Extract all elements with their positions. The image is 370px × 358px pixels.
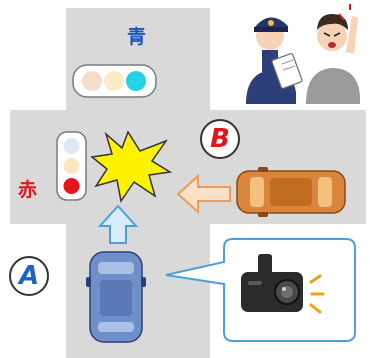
car-b-label: B (210, 124, 230, 154)
car-b (236, 167, 346, 217)
arrow-left-icon (176, 173, 231, 215)
collision-burst-icon (90, 130, 173, 203)
car-a (86, 251, 146, 343)
traffic-light-vertical (56, 131, 87, 201)
traffic-light-horizontal (72, 64, 157, 98)
arrow-up-icon (97, 204, 139, 244)
left-light-label: 赤 (18, 179, 38, 201)
car-a-tag (9, 256, 49, 296)
top-light-label: 青 (127, 26, 147, 48)
car-b-tag (200, 119, 240, 159)
dashcam-icon (241, 254, 325, 314)
police-officer-icon (246, 4, 360, 104)
car-a-label: A (18, 261, 40, 291)
